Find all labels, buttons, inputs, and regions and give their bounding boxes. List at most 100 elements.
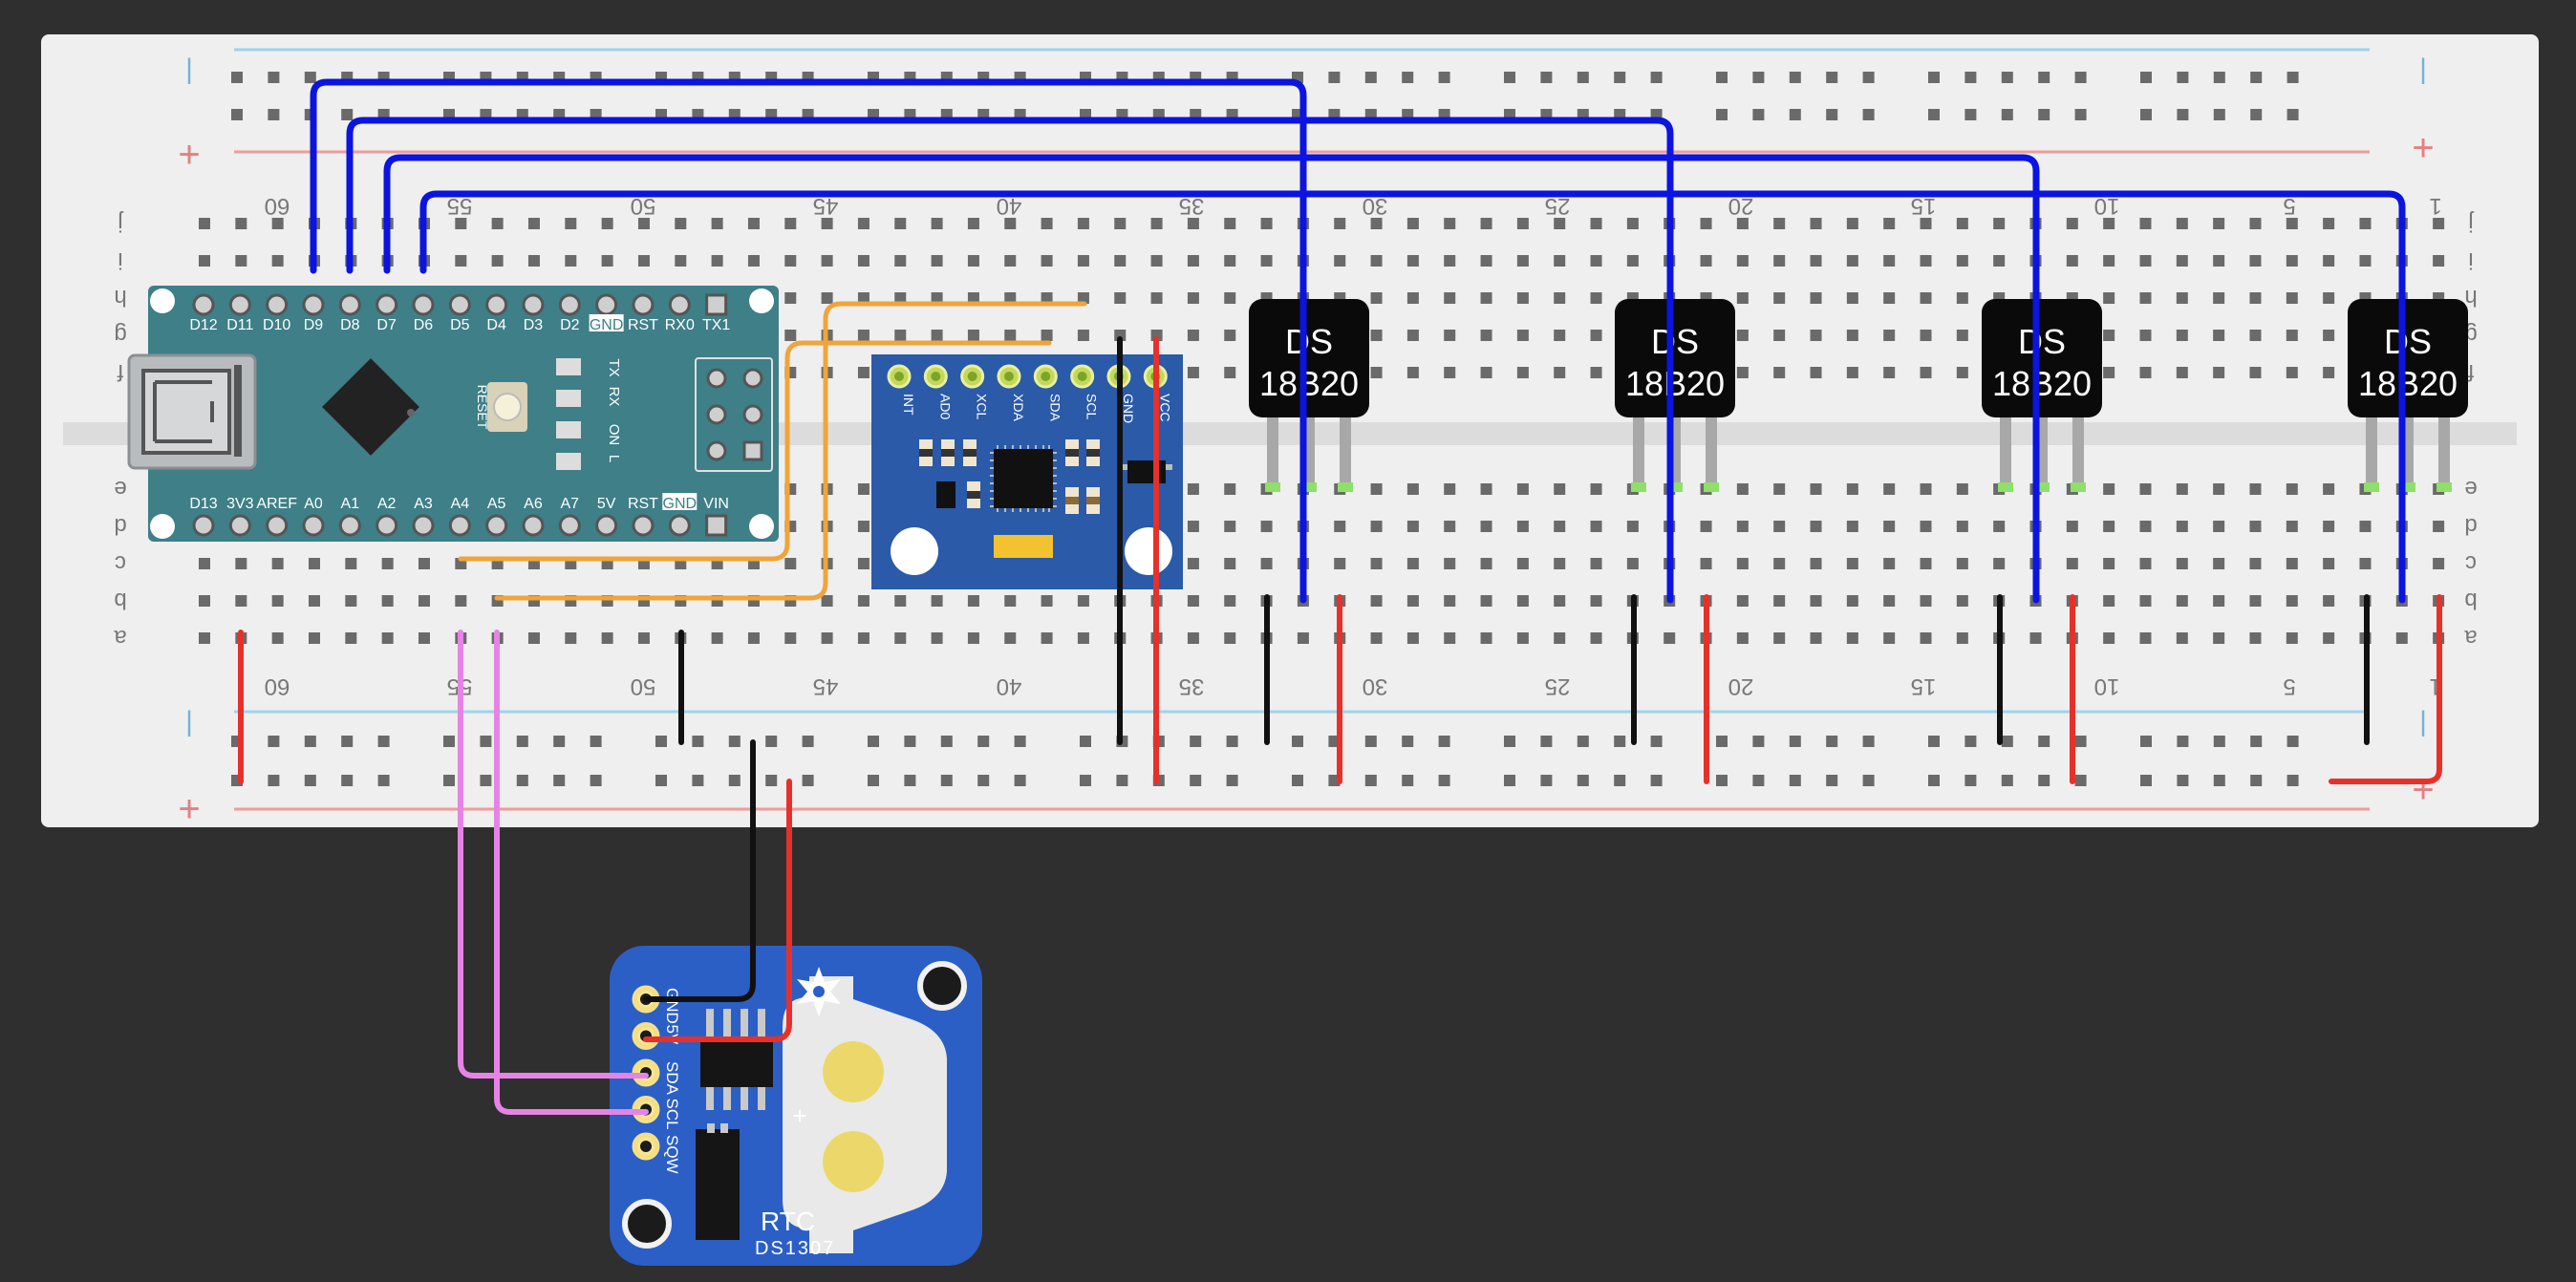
breadboard-hole[interactable]: [1406, 292, 1419, 304]
rail-hole[interactable]: [1364, 736, 1377, 747]
rail-hole[interactable]: [1577, 736, 1589, 747]
breadboard-hole[interactable]: [2139, 292, 2152, 304]
rail-hole[interactable]: [977, 72, 990, 83]
breadboard-hole[interactable]: [601, 255, 613, 267]
breadboard-hole[interactable]: [381, 632, 394, 644]
rail-hole[interactable]: [1862, 109, 1875, 120]
breadboard-hole[interactable]: [1224, 595, 1236, 607]
breadboard-hole[interactable]: [2176, 218, 2188, 229]
breadboard-hole[interactable]: [2213, 558, 2225, 569]
breadboard-hole[interactable]: [1736, 367, 1749, 378]
rail-hole[interactable]: [2038, 736, 2050, 747]
breadboard-hole[interactable]: [967, 218, 979, 229]
breadboard-hole[interactable]: [2103, 292, 2115, 304]
breadboard-hole[interactable]: [637, 218, 650, 229]
breadboard-hole[interactable]: [1370, 255, 1383, 267]
breadboard-hole[interactable]: [199, 255, 210, 267]
breadboard-hole[interactable]: [2249, 292, 2262, 304]
breadboard-hole[interactable]: [2103, 483, 2115, 495]
rail-hole[interactable]: [904, 775, 916, 786]
wire-blue[interactable]: [310, 78, 1307, 604]
breadboard-hole[interactable]: [2359, 218, 2372, 229]
breadboard-hole[interactable]: [1004, 255, 1017, 267]
breadboard-hole[interactable]: [1773, 483, 1786, 495]
breadboard-hole[interactable]: [1590, 632, 1602, 644]
breadboard-hole[interactable]: [1590, 218, 1602, 229]
breadboard-hole[interactable]: [1334, 558, 1346, 569]
breadboard-hole[interactable]: [2176, 367, 2188, 378]
breadboard-hole[interactable]: [491, 218, 504, 229]
nano-pin[interactable]: [338, 514, 361, 537]
breadboard-hole[interactable]: [1920, 521, 1932, 532]
breadboard-hole[interactable]: [1700, 255, 1712, 267]
breadboard-hole[interactable]: [1041, 218, 1053, 229]
rail-hole[interactable]: [2001, 72, 2013, 83]
breadboard-hole[interactable]: [2103, 632, 2115, 644]
breadboard-hole[interactable]: [1883, 558, 1896, 569]
rail-hole[interactable]: [940, 736, 953, 747]
breadboard-hole[interactable]: [1077, 330, 1089, 341]
breadboard-hole[interactable]: [2103, 558, 2115, 569]
breadboard-hole[interactable]: [1004, 330, 1017, 341]
rail-hole[interactable]: [2177, 72, 2189, 83]
rail-hole[interactable]: [2213, 109, 2225, 120]
breadboard-hole[interactable]: [2249, 595, 2262, 607]
rail-hole[interactable]: [341, 736, 354, 747]
wire-orange[interactable]: [494, 301, 1087, 601]
breadboard-hole[interactable]: [1554, 595, 1566, 607]
breadboard-hole[interactable]: [2176, 292, 2188, 304]
rail-hole[interactable]: [692, 736, 704, 747]
breadboard-hole[interactable]: [1406, 521, 1419, 532]
breadboard-hole[interactable]: [1516, 632, 1529, 644]
breadboard-hole[interactable]: [2323, 595, 2335, 607]
breadboard-hole[interactable]: [857, 595, 869, 607]
breadboard-hole[interactable]: [1846, 218, 1858, 229]
breadboard-hole[interactable]: [1224, 292, 1236, 304]
breadboard-hole[interactable]: [967, 255, 979, 267]
breadboard-hole[interactable]: [1626, 255, 1639, 267]
rail-hole[interactable]: [1080, 775, 1091, 786]
breadboard-hole[interactable]: [2323, 367, 2335, 378]
breadboard-hole[interactable]: [1773, 292, 1786, 304]
breadboard-hole[interactable]: [1846, 521, 1858, 532]
breadboard-hole[interactable]: [1920, 632, 1932, 644]
rail-hole[interactable]: [268, 72, 280, 83]
breadboard-hole[interactable]: [2213, 367, 2225, 378]
rail-hole[interactable]: [1190, 775, 1202, 786]
breadboard-hole[interactable]: [1370, 292, 1383, 304]
breadboard-hole[interactable]: [1883, 255, 1896, 267]
rail-hole[interactable]: [2074, 775, 2087, 786]
rail-hole[interactable]: [1226, 736, 1238, 747]
breadboard-hole[interactable]: [1846, 292, 1858, 304]
breadboard-hole[interactable]: [1736, 255, 1749, 267]
breadboard-hole[interactable]: [1810, 595, 1822, 607]
rail-hole[interactable]: [2286, 109, 2299, 120]
rail-hole[interactable]: [2213, 72, 2225, 83]
rail-hole[interactable]: [1014, 736, 1026, 747]
nano-pin[interactable]: [266, 514, 289, 537]
rail-hole[interactable]: [2140, 775, 2152, 786]
breadboard-hole[interactable]: [345, 632, 357, 644]
breadboard-hole[interactable]: [527, 255, 540, 267]
nano-pin[interactable]: [595, 514, 618, 537]
breadboard-hole[interactable]: [1114, 255, 1127, 267]
breadboard-hole[interactable]: [1773, 558, 1786, 569]
rail-hole[interactable]: [1438, 736, 1450, 747]
breadboard-hole[interactable]: [1444, 595, 1456, 607]
breadboard-hole[interactable]: [1956, 330, 1968, 341]
breadboard-hole[interactable]: [2433, 521, 2445, 532]
rail-hole[interactable]: [868, 736, 879, 747]
breadboard-hole[interactable]: [271, 632, 284, 644]
nano-pin[interactable]: [632, 293, 655, 316]
breadboard-hole[interactable]: [1590, 483, 1602, 495]
rail-hole[interactable]: [1752, 72, 1765, 83]
breadboard-hole[interactable]: [1736, 330, 1749, 341]
breadboard-hole[interactable]: [271, 595, 284, 607]
rail-hole[interactable]: [1862, 775, 1875, 786]
breadboard-hole[interactable]: [235, 218, 247, 229]
breadboard-hole[interactable]: [1480, 255, 1492, 267]
rail-hole[interactable]: [1716, 775, 1728, 786]
breadboard-hole[interactable]: [1700, 558, 1712, 569]
breadboard-hole[interactable]: [2139, 255, 2152, 267]
breadboard-hole[interactable]: [2103, 218, 2115, 229]
